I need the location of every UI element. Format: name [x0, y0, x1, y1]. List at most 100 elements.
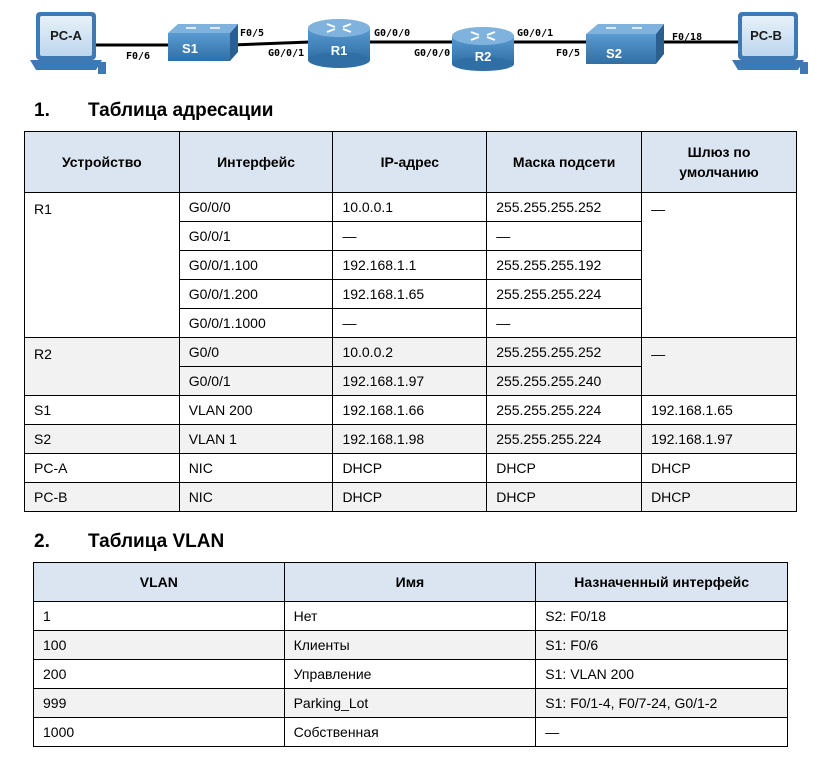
label-s2-pcb: F0/18: [672, 32, 702, 43]
vlan-table: VLAN Имя Назначенный интерфейс 1 Нет S2:…: [33, 562, 788, 747]
vlan-name-cell: Собственная: [283, 717, 537, 747]
col-header-device: Устройство: [24, 131, 180, 193]
ip-cell: DHCP: [332, 482, 488, 512]
interface-cell: NIC: [178, 453, 334, 483]
ip-cell: 10.0.0.1: [332, 192, 488, 222]
gateway-cell: 192.168.1.97: [641, 424, 797, 454]
table-row: G0/0/1.1000 — —: [25, 308, 797, 338]
interface-cell: VLAN 1: [178, 424, 334, 454]
mask-cell: 255.255.255.224: [486, 395, 643, 425]
vlan-id-cell: 999: [33, 688, 285, 718]
router-r1-icon: R1: [308, 19, 370, 68]
pc-b-icon: PC-B: [732, 12, 808, 74]
switch-s2-icon: S2: [586, 24, 664, 64]
mask-cell: 255.255.255.252: [486, 337, 643, 367]
gateway-cell: 192.168.1.65: [641, 395, 797, 425]
section1-title: Таблица адресации: [88, 100, 274, 121]
vlan-name-cell: Parking_Lot: [283, 688, 537, 718]
section2-number: 2.: [34, 531, 50, 552]
interface-cell: NIC: [178, 482, 334, 512]
mask-cell: —: [486, 308, 643, 338]
switch-s1-icon: S1: [168, 24, 238, 61]
interface-cell: G0/0/0: [178, 192, 334, 222]
section2-heading: 2. Таблица VLAN: [34, 531, 224, 553]
col-header-vlan: VLAN: [33, 562, 285, 602]
col-header-mask: Маска подсети: [486, 131, 643, 193]
vlan-id-cell: 1000: [33, 717, 285, 747]
table-row: PC-A NIC DHCP DHCP DHCP: [24, 453, 797, 483]
col-header-name: Имя: [283, 562, 537, 602]
vlan-header-row: VLAN Имя Назначенный интерфейс: [33, 562, 788, 602]
label-r1-r2-top: G0/0/0: [374, 28, 410, 39]
vlan-interface-cell: S1: F0/6: [535, 630, 788, 660]
vlan-interface-cell: S2: F0/18: [535, 601, 788, 631]
gateway-cell: —: [641, 337, 797, 396]
vlan-name-cell: Клиенты: [283, 630, 537, 660]
label-r1-r2-bottom: G0/0/0: [414, 48, 450, 59]
ip-cell: DHCP: [332, 453, 488, 483]
col-header-gateway: Шлюз по умолчанию: [641, 131, 797, 193]
mask-cell: DHCP: [486, 482, 643, 512]
network-topology-diagram: PC-A S1 R1 R2 S2 PC-B: [30, 12, 808, 74]
device-cell: PC-A: [24, 453, 180, 483]
vlan-id-cell: 200: [33, 659, 285, 689]
mask-cell: —: [486, 221, 643, 251]
table-row: 999 Parking_Lot S1: F0/1-4, F0/7-24, G0/…: [33, 688, 788, 718]
col-header-assigned-interface: Назначенный интерфейс: [535, 562, 788, 602]
addressing-header-row: Устройство Интерфейс IP-адрес Маска подс…: [24, 131, 797, 193]
table-row: 1 Нет S2: F0/18: [33, 601, 788, 631]
r2-label: R2: [475, 49, 492, 64]
interface-cell: G0/0/1.1000: [178, 308, 334, 338]
interface-cell: G0/0/1.200: [178, 279, 334, 309]
table-row: 200 Управление S1: VLAN 200: [33, 659, 788, 689]
mask-cell: 255.255.255.252: [486, 192, 643, 222]
table-row: 100 Клиенты S1: F0/6: [33, 630, 788, 660]
gateway-cell: —: [641, 192, 797, 338]
table-row: R1 G0/0/0 10.0.0.1 255.255.255.252 —: [24, 192, 797, 338]
s2-label: S2: [606, 46, 622, 61]
r1-label: R1: [331, 43, 348, 58]
device-cell: S1: [24, 395, 180, 425]
label-s1-r1-bottom: G0/0/1: [268, 48, 304, 59]
section2-title: Таблица VLAN: [88, 531, 225, 552]
pc-b-label: PC-B: [750, 28, 782, 43]
table-row: PC-B NIC DHCP DHCP DHCP: [24, 482, 797, 512]
interface-cell: G0/0/1: [178, 221, 334, 251]
table-row: S2 VLAN 1 192.168.1.98 255.255.255.224 1…: [24, 424, 797, 454]
device-cell: S2: [24, 424, 180, 454]
interface-cell: VLAN 200: [178, 395, 334, 425]
vlan-name-cell: Нет: [283, 601, 537, 631]
ip-cell: 192.168.1.66: [332, 395, 488, 425]
links: [88, 40, 745, 47]
table-row: 1000 Собственная —: [33, 717, 788, 747]
table-row: R2 G0/0 10.0.0.2 255.255.255.252 —: [24, 337, 797, 396]
section1-number: 1.: [34, 100, 50, 121]
label-s1-r1-top: F0/5: [240, 28, 264, 39]
table-row: G0/0/1 — —: [25, 221, 797, 251]
ip-cell: 192.168.1.65: [332, 279, 488, 309]
vlan-name-cell: Управление: [283, 659, 537, 689]
addressing-table: Устройство Интерфейс IP-адрес Маска подс…: [24, 131, 797, 512]
col-header-interface: Интерфейс: [178, 131, 334, 193]
ip-cell: 192.168.1.97: [332, 366, 488, 396]
gateway-cell: DHCP: [641, 453, 797, 483]
device-cell: R1: [24, 192, 180, 338]
ip-cell: 192.168.1.98: [332, 424, 488, 454]
ip-cell: —: [332, 308, 488, 338]
ip-cell: —: [332, 221, 488, 251]
vlan-interface-cell: S1: VLAN 200: [535, 659, 788, 689]
interface-cell: G0/0: [178, 337, 334, 367]
vlan-interface-cell: —: [535, 717, 788, 747]
ip-cell: 192.168.1.1: [332, 250, 488, 280]
mask-cell: DHCP: [486, 453, 643, 483]
mask-cell: 255.255.255.192: [486, 250, 643, 280]
mask-cell: 255.255.255.224: [486, 424, 643, 454]
vlan-id-cell: 100: [33, 630, 285, 660]
interface-cell: G0/0/1.100: [178, 250, 334, 280]
ip-cell: 10.0.0.2: [332, 337, 488, 367]
table-row: S1 VLAN 200 192.168.1.66 255.255.255.224…: [24, 395, 797, 425]
section1-heading: 1. Таблица адресации: [34, 100, 273, 122]
label-pca-s1: F0/6: [126, 51, 150, 62]
gateway-cell: DHCP: [641, 482, 797, 512]
s1-label: S1: [182, 41, 198, 56]
